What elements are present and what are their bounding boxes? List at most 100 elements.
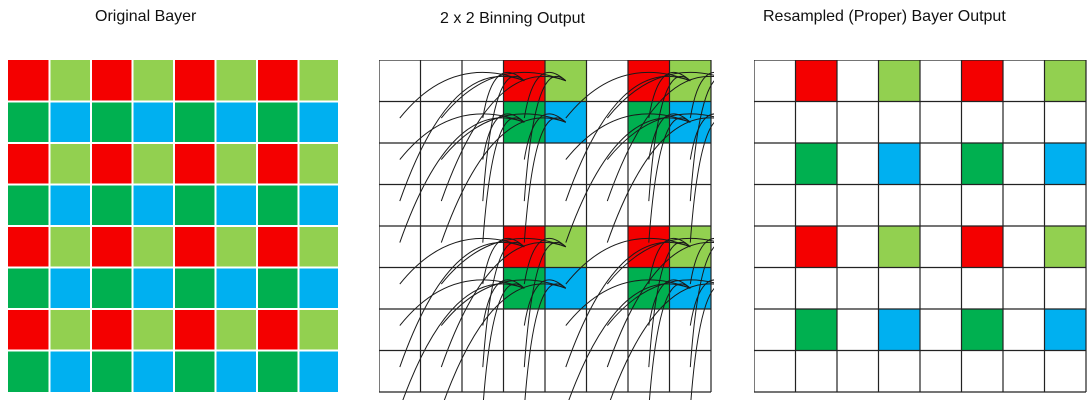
bayer-cell-white [545, 350, 587, 392]
bayer-cell-blue [49, 101, 91, 143]
binning-arc [523, 113, 567, 160]
bayer-cell-white [462, 350, 504, 392]
binning-arc [689, 122, 714, 243]
bayer-cell-white [586, 309, 628, 351]
bayer-cell-red [8, 309, 50, 351]
bayer-cell-light-green [878, 226, 920, 268]
bayer-cell-light-green [132, 60, 174, 102]
bayer-cell-white [420, 184, 462, 226]
grid-lines [754, 60, 1087, 393]
bayer-cell-white [878, 101, 920, 143]
bayer-cell-white [920, 309, 962, 351]
bayer-cell-green [8, 350, 50, 392]
bayer-cell-white [754, 60, 796, 102]
bayer-cell-white [420, 101, 462, 143]
bayer-cell-white [462, 309, 504, 351]
bayer-cell-white [545, 184, 587, 226]
bayer-cell-blue [878, 309, 920, 351]
bayer-cell-white [462, 143, 504, 185]
bayer-cell-light-green [49, 143, 91, 185]
binning-arc [399, 279, 525, 326]
bayer-cell-white [1003, 60, 1045, 102]
bayer-cell-green [961, 309, 1003, 351]
bayer-cell-white [420, 267, 462, 309]
bayer-cell-white [920, 184, 962, 226]
binning-arc [689, 113, 714, 160]
binning-arc [648, 241, 691, 368]
bayer-cell-white [754, 309, 796, 351]
bayer-cell-blue [298, 101, 338, 143]
bayer-cell-white [1003, 267, 1045, 309]
bayer-cell-red [174, 60, 216, 102]
bayer-cell-white [379, 60, 421, 102]
bayer-cell-white [837, 60, 879, 102]
bayer-cell-white [462, 226, 504, 268]
bayer-cell-red [961, 60, 1003, 102]
bayer-cell-red [91, 60, 133, 102]
binning-arc [399, 71, 525, 119]
bayer-cell-light-green [215, 143, 257, 185]
bayer-cell-red [795, 60, 837, 102]
bayer-cell-blue [49, 350, 91, 392]
bayer-cell-light-green [298, 143, 338, 185]
bayer-cell-white [420, 309, 462, 351]
binning-arc [482, 279, 525, 326]
bayer-cell-white [379, 350, 421, 392]
bayer-cell-white [586, 226, 628, 268]
binning-arc [565, 241, 691, 368]
binning-arc [565, 237, 691, 285]
bayer-cell-green [174, 267, 216, 309]
binning-arc [648, 113, 691, 160]
bayer-cell-green [91, 184, 133, 226]
bayer-cell-green [8, 267, 50, 309]
bayer-cell-white [669, 184, 711, 226]
bayer-cell-white [920, 143, 962, 185]
bayer-cell-blue [1044, 309, 1086, 351]
bayer-cell-white [961, 101, 1003, 143]
bayer-cell-red [174, 309, 216, 351]
bayer-cell-white [420, 226, 462, 268]
bayer-cell-red [257, 309, 299, 351]
bayer-cell-white [754, 267, 796, 309]
binning-arc [565, 75, 691, 202]
binning-arc [399, 75, 525, 202]
bayer-cell-light-green [132, 309, 174, 351]
bayer-cell-white [586, 101, 628, 143]
bayer-cell-white [1003, 309, 1045, 351]
bayer-cell-green [257, 184, 299, 226]
binning-arc [482, 113, 525, 160]
bayer-cell-white [628, 184, 670, 226]
bayer-cell-white [920, 267, 962, 309]
bayer-cell-white [795, 184, 837, 226]
bayer-cell-white [837, 226, 879, 268]
bayer-cell-green [174, 350, 216, 392]
bayer-cell-white [462, 184, 504, 226]
bayer-cell-white [837, 101, 879, 143]
bayer-cell-green [257, 350, 299, 392]
binning-arc [482, 237, 525, 285]
bayer-cell-white [878, 350, 920, 392]
bayer-cell-red [174, 226, 216, 268]
bayer-cell-red [257, 143, 299, 185]
bayer-cell-green [795, 309, 837, 351]
bayer-cell-green [257, 101, 299, 143]
bayer-cell-white [586, 350, 628, 392]
bayer-cell-red [91, 143, 133, 185]
bayer-cell-blue [215, 184, 257, 226]
bayer-cell-white [545, 309, 587, 351]
bayer-cell-white [920, 60, 962, 102]
bayer-cell-light-green [49, 60, 91, 102]
bayer-cell-light-green [215, 60, 257, 102]
bayer-cell-green [91, 350, 133, 392]
bayer-cell-white [837, 184, 879, 226]
bayer-cell-white [754, 350, 796, 392]
binning-arc [399, 237, 525, 285]
bayer-cell-white [586, 267, 628, 309]
bayer-cell-white [379, 101, 421, 143]
binning-arc [689, 80, 714, 202]
bayer-cell-white [1044, 267, 1086, 309]
bayer-cell-green [628, 267, 670, 309]
bayer-cell-white [545, 143, 587, 185]
bayer-cell-white [1003, 350, 1045, 392]
resampled-output-grid [754, 60, 1087, 393]
